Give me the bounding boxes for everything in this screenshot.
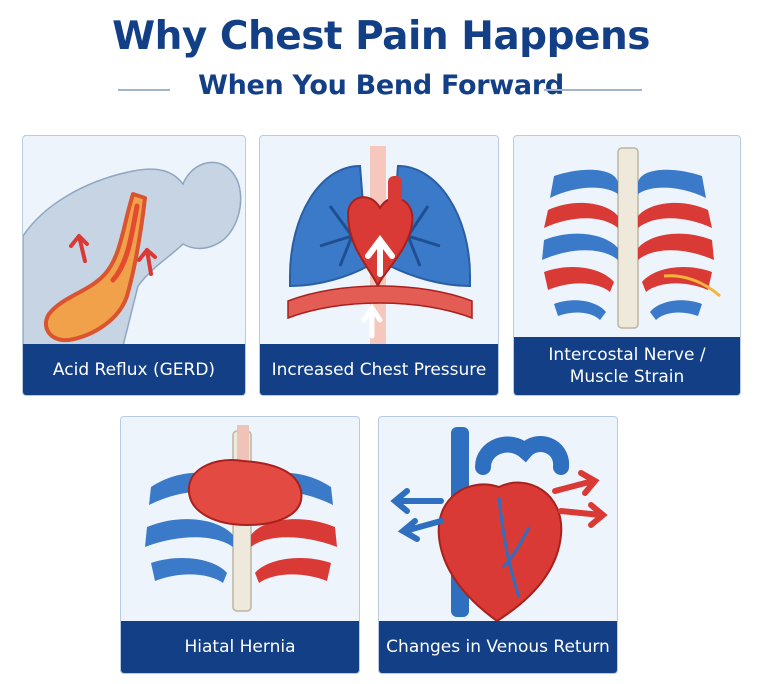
card-label: Hiatal Hernia	[121, 621, 359, 673]
card-label: Increased Chest Pressure	[260, 344, 498, 395]
card-label: Acid Reflux (GERD)	[23, 344, 245, 395]
card-label-line2: Muscle Strain	[569, 367, 685, 387]
rib-cage-icon	[542, 147, 721, 329]
page-subtitle: When You Bend Forward	[198, 70, 564, 101]
heart-blood-flow-icon	[390, 427, 608, 623]
lungs-heart-diaphragm-icon	[287, 146, 473, 346]
card-intercostal-strain: Intercostal Nerve / Muscle Strain	[513, 135, 741, 396]
card-venous-return: Changes in Venous Return	[378, 416, 618, 674]
subtitle-rule-left	[118, 89, 170, 91]
page-title: Why Chest Pain Happens	[112, 14, 650, 59]
card-label: Intercostal Nerve / Muscle Strain	[514, 337, 740, 395]
subtitle-rule-right	[544, 89, 642, 91]
card-hiatal-hernia: Hiatal Hernia	[120, 416, 360, 674]
card-acid-reflux: Acid Reflux (GERD)	[22, 135, 246, 396]
subtitle-row: When You Bend Forward	[0, 70, 762, 110]
card-label-line1: Intercostal Nerve /	[548, 345, 706, 365]
hernia-ribcage-icon	[145, 425, 337, 612]
card-increased-chest-pressure: Increased Chest Pressure	[259, 135, 499, 396]
bending-person-stomach-icon	[23, 161, 242, 346]
card-label: Changes in Venous Return	[379, 621, 617, 673]
